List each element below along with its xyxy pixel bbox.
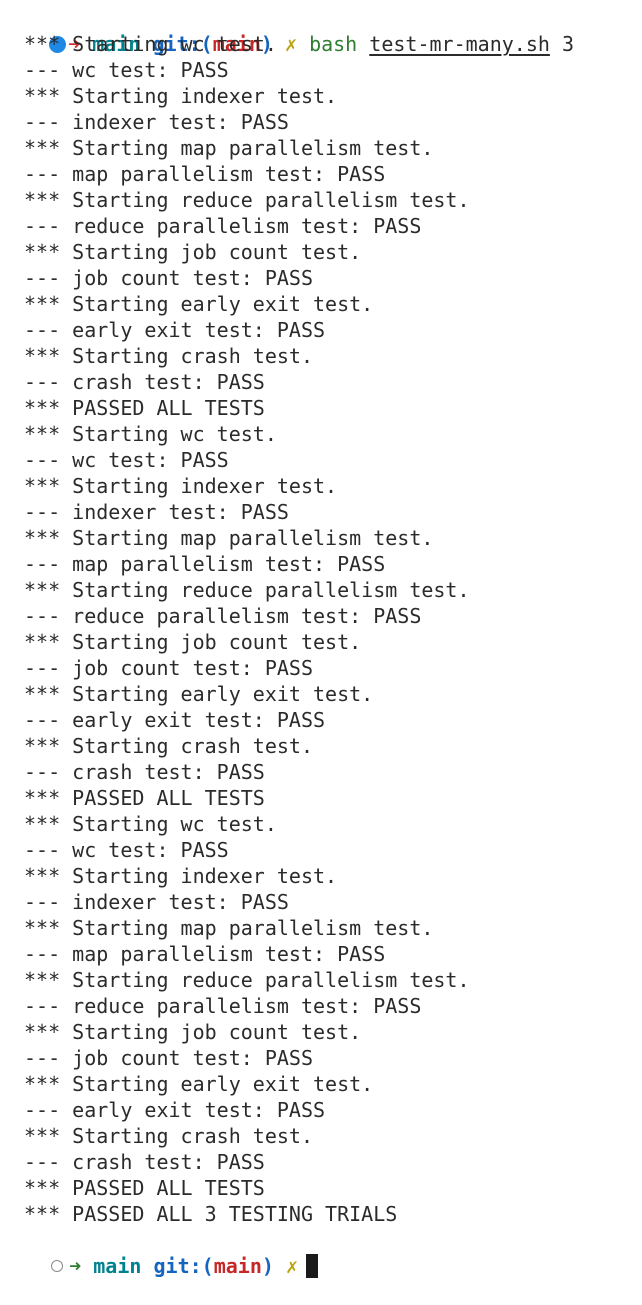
- output-line: --- reduce parallelism test: PASS: [24, 994, 422, 1018]
- prompt-status-ring-icon: [51, 1260, 64, 1272]
- output-line: *** Starting crash test.: [24, 1124, 313, 1148]
- output-line: *** Starting reduce parallelism test.: [24, 578, 470, 602]
- output-line: --- wc test: PASS: [24, 58, 229, 82]
- output-line: *** Starting early exit test.: [24, 682, 374, 706]
- prompt-arrow-icon: ➜: [68, 32, 81, 56]
- current-prompt-line[interactable]: ➜ main git:(main) ✗: [0, 1227, 642, 1278]
- prompt-git-label: git:: [153, 1254, 202, 1278]
- output-line: *** Starting job count test.: [24, 630, 362, 654]
- prompt-arrow-icon: ➜: [69, 1254, 82, 1278]
- prompt-paren-open: (: [200, 32, 213, 56]
- output-line: *** Starting wc test.: [24, 812, 277, 836]
- output-line: --- map parallelism test: PASS: [24, 942, 386, 966]
- prompt-paren-close: ): [260, 32, 273, 56]
- terminal-window[interactable]: ➜ main git:(main) ✗ bash test-mr-many.sh…: [0, 5, 642, 1278]
- output-line: --- crash test: PASS: [24, 1150, 265, 1174]
- script-argument: 3: [561, 32, 574, 56]
- output-line: *** Starting crash test.: [24, 344, 313, 368]
- output-line: --- indexer test: PASS: [24, 110, 289, 134]
- output-line: *** Starting wc test.: [24, 422, 277, 446]
- prompt-git-label: git:: [152, 32, 201, 56]
- output-line: --- wc test: PASS: [24, 448, 229, 472]
- output-line: *** PASSED ALL TESTS: [24, 396, 265, 420]
- output-line: --- early exit test: PASS: [24, 318, 326, 342]
- output-line: *** PASSED ALL TESTS: [24, 1176, 265, 1200]
- output-line: --- job count test: PASS: [24, 266, 313, 290]
- git-dirty-icon: ✗: [284, 32, 298, 56]
- command-name: bash: [309, 32, 358, 56]
- output-line: --- reduce parallelism test: PASS: [24, 214, 422, 238]
- output-line: *** Starting map parallelism test.: [24, 526, 434, 550]
- output-line: --- job count test: PASS: [24, 1046, 313, 1070]
- script-file-link[interactable]: test-mr-many.sh: [369, 32, 550, 56]
- output-line: --- early exit test: PASS: [24, 708, 326, 732]
- terminal-cursor[interactable]: [306, 1254, 319, 1278]
- output-line: --- early exit test: PASS: [24, 1098, 326, 1122]
- command-status-dot-icon: [49, 36, 67, 53]
- output-line: *** Starting early exit test.: [24, 292, 374, 316]
- prompt-directory: main: [93, 1254, 142, 1278]
- output-line: *** PASSED ALL 3 TESTING TRIALS: [24, 1202, 398, 1226]
- output-line: --- crash test: PASS: [24, 370, 265, 394]
- output-line: *** Starting job count test.: [24, 1020, 362, 1044]
- output-line: --- map parallelism test: PASS: [24, 162, 386, 186]
- output-line: *** Starting reduce parallelism test.: [24, 968, 470, 992]
- output-line: *** Starting map parallelism test.: [24, 916, 434, 940]
- output-line: --- job count test: PASS: [24, 656, 313, 680]
- output-line: *** Starting wc test.: [24, 32, 277, 56]
- prompt-paren-close: ): [261, 1254, 274, 1278]
- output-line: --- map parallelism test: PASS: [24, 552, 386, 576]
- output-line: *** PASSED ALL TESTS: [24, 786, 265, 810]
- output-line: --- wc test: PASS: [24, 838, 229, 862]
- output-line: *** Starting reduce parallelism test.: [24, 188, 470, 212]
- output-line: *** Starting indexer test.: [24, 84, 338, 108]
- output-line: *** Starting indexer test.: [24, 864, 338, 888]
- output-line: --- reduce parallelism test: PASS: [24, 604, 422, 628]
- git-dirty-icon: ✗: [285, 1254, 299, 1278]
- output-line: --- indexer test: PASS: [24, 890, 289, 914]
- output-line: *** Starting indexer test.: [24, 474, 338, 498]
- prompt-paren-open: (: [201, 1254, 214, 1278]
- output-line: *** Starting job count test.: [24, 240, 362, 264]
- command-output: *** Starting wc test.--- wc test: PASS**…: [0, 31, 642, 1227]
- prompt-branch: main: [213, 1254, 262, 1278]
- prompt-directory: main: [92, 32, 141, 56]
- output-line: --- crash test: PASS: [24, 760, 265, 784]
- prompt-branch: main: [212, 32, 261, 56]
- output-line: *** Starting map parallelism test.: [24, 136, 434, 160]
- previous-command-line: ➜ main git:(main) ✗ bash test-mr-many.sh…: [0, 5, 642, 56]
- output-line: *** Starting crash test.: [24, 734, 313, 758]
- output-line: --- indexer test: PASS: [24, 500, 289, 524]
- output-line: *** Starting early exit test.: [24, 1072, 374, 1096]
